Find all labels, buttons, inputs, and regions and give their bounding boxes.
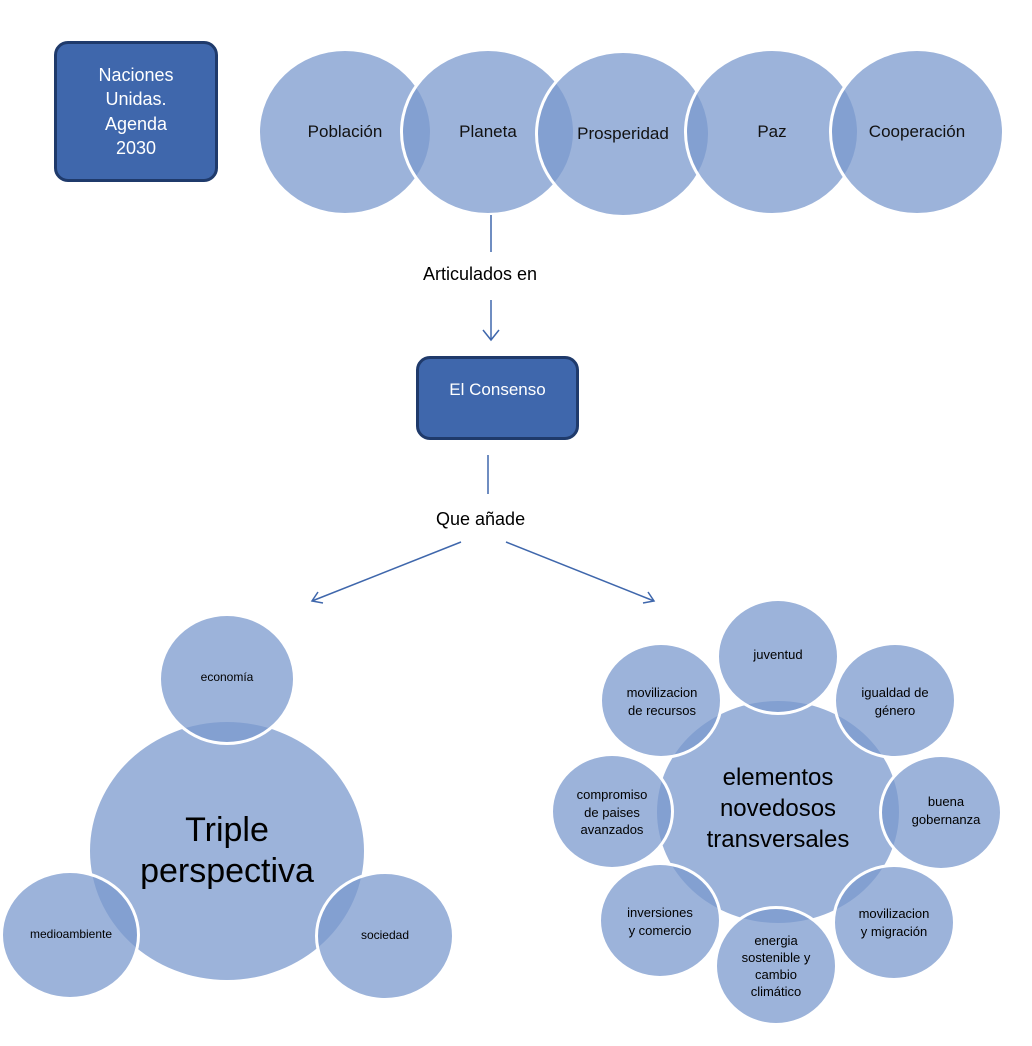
movilizacion-migracion-label: movilizacion y migración xyxy=(858,906,930,939)
agenda-2030-box: Naciones Unidas. Agenda 2030 xyxy=(54,41,218,182)
medioambiente-circle xyxy=(0,870,140,1000)
articulados-label: Articulados en xyxy=(423,264,538,284)
consensus-label: El Consenso xyxy=(449,380,546,399)
economia-circle xyxy=(158,613,296,745)
sociedad-label: sociedad xyxy=(360,928,410,942)
economia-label: economía xyxy=(200,670,254,684)
medioambiente-label: medioambiente xyxy=(29,927,113,941)
triple-perspectiva-label: Triple perspectiva xyxy=(140,811,314,890)
pillar-cooperacion-circle: Cooperación xyxy=(829,48,1005,216)
pillar-paz-label: Paz xyxy=(757,122,787,141)
agenda-2030-label: Naciones Unidas. Agenda 2030 xyxy=(98,64,174,158)
energia-sostenible-circle xyxy=(714,906,838,1026)
pillar-cooperacion-label: Cooperación xyxy=(868,122,966,141)
juventud-label: juventud xyxy=(753,647,803,662)
movilizacion-recursos-circle xyxy=(599,642,723,759)
pillar-prosperidad-circle: Prosperidad xyxy=(535,50,711,218)
pillar-planeta-label: Planeta xyxy=(459,122,517,141)
que-anade-label: Que añade xyxy=(436,509,526,529)
arrowhead-left xyxy=(310,591,324,604)
compromiso-paises-circle xyxy=(550,753,674,870)
energia-sostenible-label: energia sostenible y cambio climático xyxy=(741,933,811,999)
arrowhead-consensus xyxy=(482,329,500,342)
igualdad-genero-label: igualdad de género xyxy=(861,685,929,718)
pillar-poblacion-label: Población xyxy=(307,122,383,141)
connector-arrow-left xyxy=(311,541,462,602)
igualdad-genero-circle xyxy=(833,642,957,759)
inversiones-comercio-label: inversiones y comercio xyxy=(627,905,693,938)
pillar-prosperidad-label: Prosperidad xyxy=(577,124,669,143)
connector-arrow-right xyxy=(505,541,655,602)
consensus-box: El Consenso xyxy=(416,356,579,440)
juventud-circle xyxy=(716,598,840,715)
buena-gobernanza-circle xyxy=(879,754,1003,871)
compromiso-paises-label: compromiso de paises avanzados xyxy=(576,787,648,838)
buena-gobernanza-label: buena gobernanza xyxy=(911,794,981,827)
elementos-center-label: elementos novedosos transversales xyxy=(706,764,850,854)
movilizacion-migracion-circle xyxy=(832,864,956,981)
arrowhead-right xyxy=(642,591,656,604)
inversiones-comercio-circle xyxy=(598,862,722,979)
sociedad-circle xyxy=(315,871,455,1001)
movilizacion-recursos-label: movilizacion de recursos xyxy=(626,685,698,718)
